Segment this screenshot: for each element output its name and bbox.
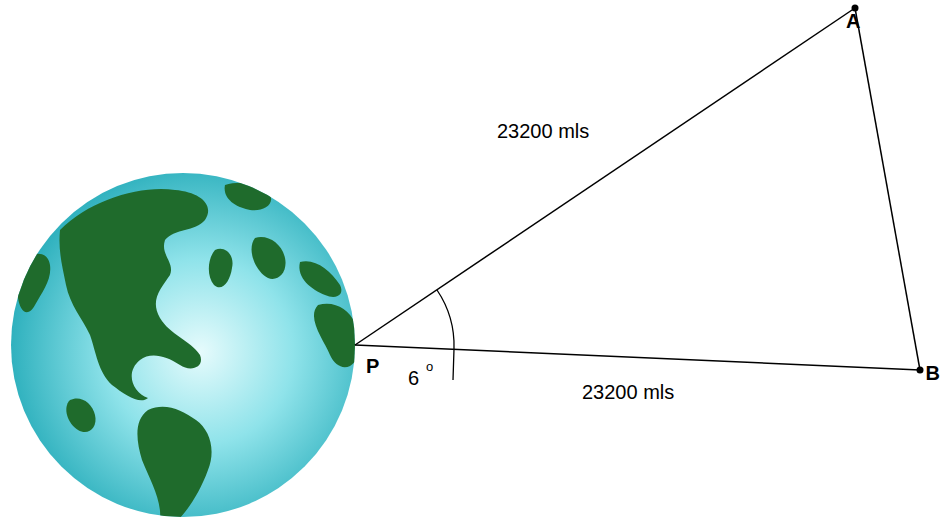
triangle-lines: [355, 8, 920, 370]
earth-globe: [11, 173, 356, 520]
degree-mark: o: [426, 360, 433, 373]
point-label: P: [366, 356, 379, 376]
vertex-dots: [852, 5, 924, 374]
distance-label: 23200 mls: [582, 382, 674, 402]
point-label: A: [846, 11, 860, 31]
point-label: B: [926, 363, 940, 383]
angle-arc: [437, 290, 454, 380]
distance-label: 23200 mls: [497, 121, 589, 141]
angle-label: 6: [408, 368, 419, 388]
